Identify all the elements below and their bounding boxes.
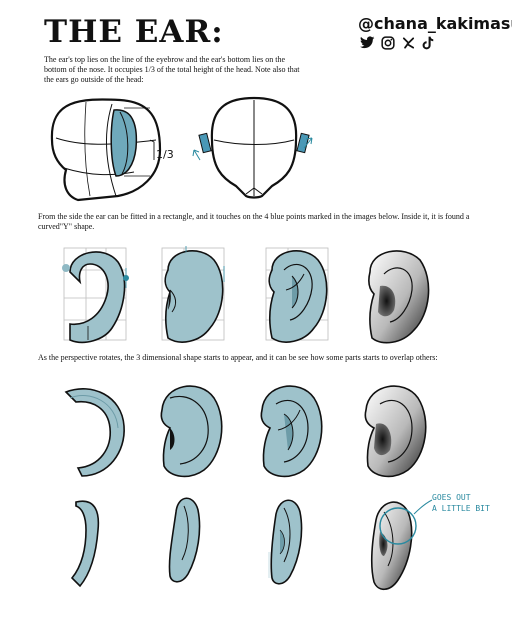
back-ear-detailed bbox=[268, 499, 303, 585]
back-ear-band bbox=[70, 500, 100, 588]
perspective-ear-outline bbox=[160, 385, 223, 478]
side-ear-outline bbox=[161, 246, 225, 343]
back-ear-outline bbox=[168, 497, 201, 583]
side-view-paragraph: From the side the ear can be fitted in a… bbox=[38, 212, 470, 231]
note-line-2: A LITTLE BIT bbox=[432, 504, 490, 513]
kofi-icon bbox=[402, 37, 415, 49]
perspective-ear-c-shape bbox=[64, 388, 125, 477]
side-ear-detailed bbox=[265, 247, 329, 343]
perspective-ear-rendered bbox=[364, 385, 427, 478]
side-ear-rendered bbox=[368, 250, 430, 344]
perspective-ear-detailed bbox=[260, 385, 323, 478]
goes-out-note: GOES OUT A LITTLE BIT bbox=[432, 492, 490, 514]
author-handle: @chana_kakimasu bbox=[358, 14, 512, 33]
intro-paragraph: The ear's top lies on the line of the ey… bbox=[44, 55, 300, 84]
page-title: THE EAR: bbox=[44, 14, 224, 50]
one-third-label: 1/3 bbox=[156, 148, 174, 161]
side-ear-c-shape bbox=[62, 247, 129, 344]
note-line-1: GOES OUT bbox=[432, 493, 471, 502]
social-icons bbox=[360, 36, 434, 50]
back-ear-rendered bbox=[371, 499, 433, 591]
head-front-figure bbox=[192, 96, 313, 199]
head-three-quarter-figure bbox=[50, 98, 162, 202]
twitter-icon bbox=[360, 36, 375, 49]
instagram-icon bbox=[381, 36, 395, 50]
perspective-paragraph: As the perspective rotates, the 3 dimens… bbox=[38, 353, 438, 362]
tiktok-icon bbox=[422, 36, 434, 50]
